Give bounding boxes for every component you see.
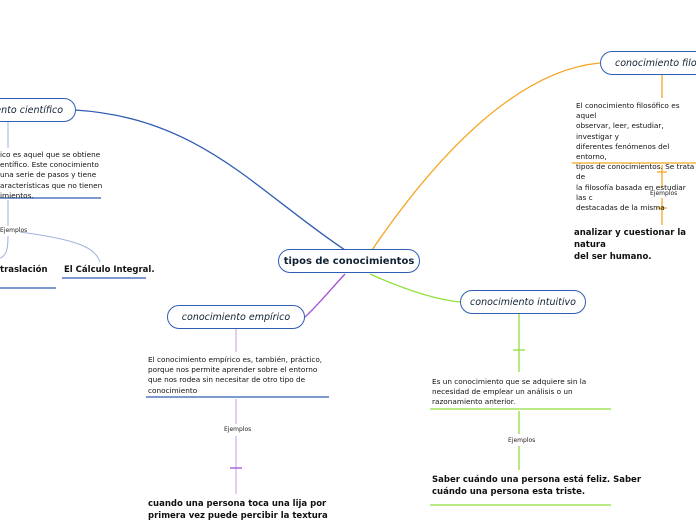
node-conocimiento-empirico[interactable]: conocimiento empírico — [167, 305, 305, 329]
node-cientifico-label: conocimiento científico — [0, 104, 63, 116]
filosofico-description: El conocimiento filosófico es aquel obse… — [576, 101, 695, 213]
center-node-label: tipos de conocimientos — [283, 255, 415, 267]
cientifico-description: ico es aquel que se obtiene entífico. Es… — [0, 150, 103, 200]
connector-center-empirico — [304, 273, 346, 318]
connector-center-filosofico — [371, 62, 601, 251]
empirico-description: El conocimiento empírico es, también, pr… — [148, 355, 323, 395]
filosofico-examples-label: Ejemplos — [650, 190, 678, 197]
node-conocimiento-cientifico[interactable]: conocimiento científico — [0, 98, 76, 122]
intuitivo-example: Saber cuándo una persona está feliz. Sab… — [432, 475, 642, 497]
empirico-example: cuando una persona toca una lija por pri… — [148, 499, 328, 521]
center-node[interactable]: tipos de conocimientos — [278, 249, 420, 273]
node-conocimiento-filosofico[interactable]: conocimiento filosófico — [600, 51, 696, 75]
node-intuitivo-label: conocimiento intuitivo — [470, 296, 576, 308]
intuitivo-examples-label: Ejemplos — [508, 437, 536, 444]
cientifico-example-traslacion: traslación — [0, 265, 48, 275]
filosofico-example: analizar y cuestionar la natura del ser … — [574, 228, 687, 262]
connector-examples-calculo — [19, 231, 101, 263]
node-conocimiento-intuitivo[interactable]: conocimiento intuitivo — [460, 290, 586, 314]
empirico-examples-label: Ejemplos — [224, 426, 252, 433]
connector-center-cientifico — [74, 109, 346, 251]
connector-examples-traslacion — [0, 235, 9, 259]
connector-center-intuitivo — [369, 273, 461, 303]
cientifico-examples-label: Ejemplos — [0, 227, 28, 234]
cientifico-example-calculo: El Cálculo Integral. — [64, 265, 155, 275]
node-empirico-label: conocimiento empírico — [181, 311, 291, 323]
intuitivo-description: Es un conocimiento que se adquiere sin l… — [432, 377, 587, 407]
node-filosofico-label: conocimiento filosófico — [615, 57, 696, 69]
